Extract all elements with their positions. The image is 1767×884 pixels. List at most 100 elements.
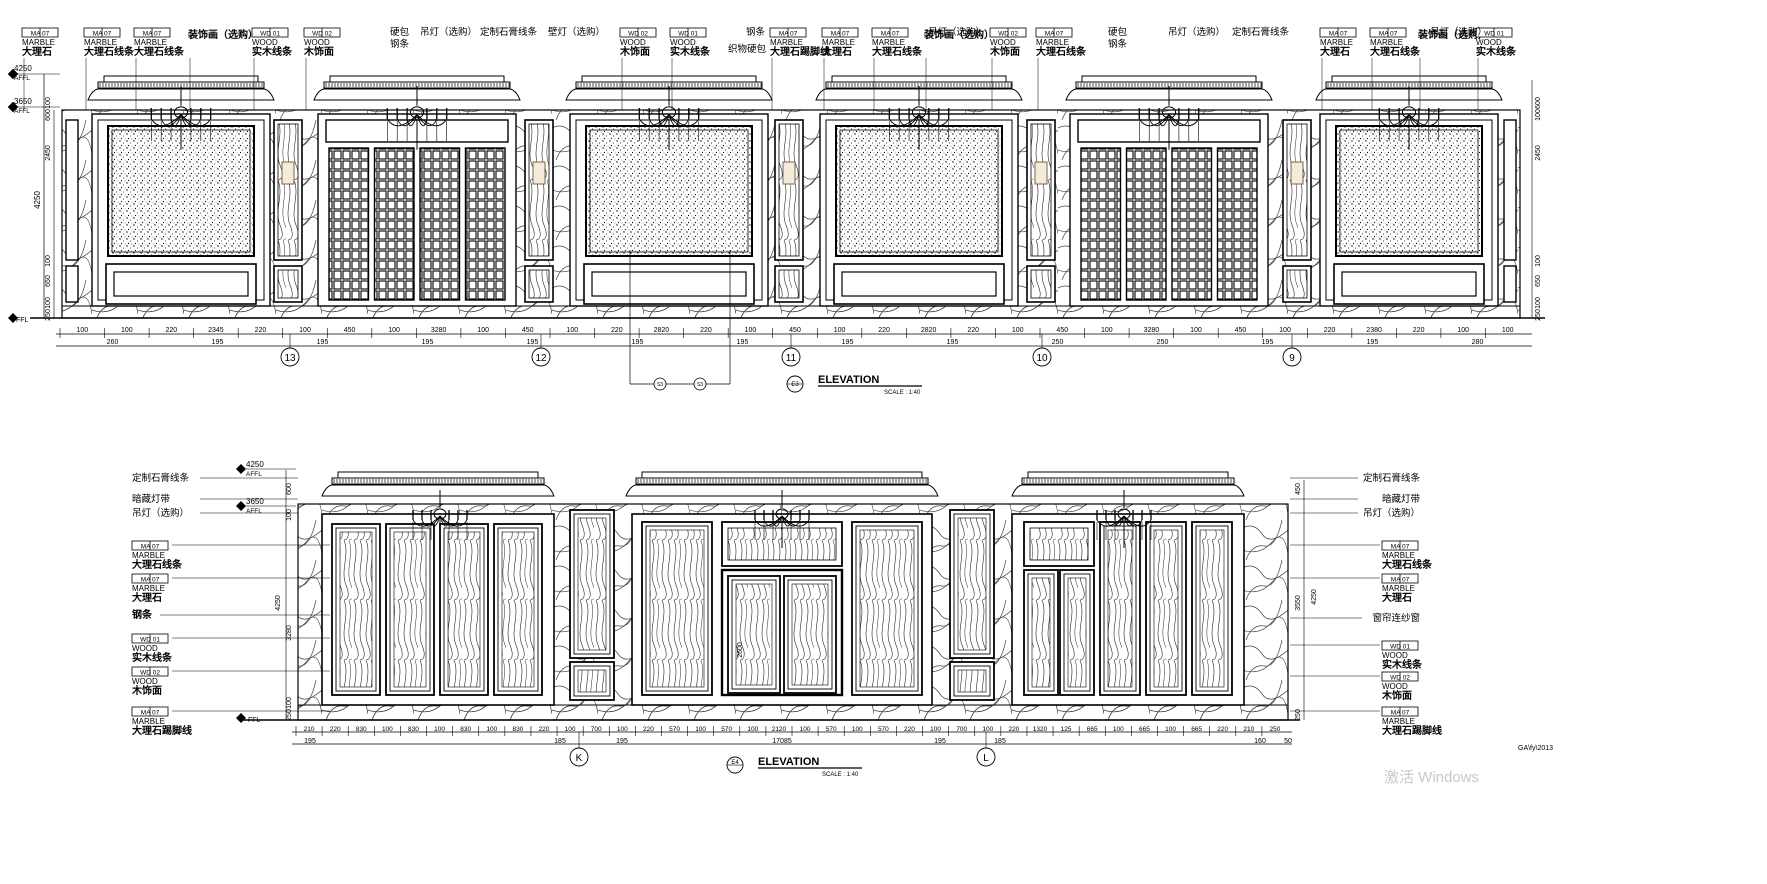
chandelier-arm (781, 515, 801, 527)
material-tag-chinese: 实木线条 (1476, 45, 1517, 58)
chandelier-body (409, 106, 425, 119)
chandelier-arm (908, 114, 920, 127)
cornice-arch (1011, 484, 1245, 497)
axis-bubble: 13 (280, 334, 300, 367)
cornice-cap (103, 75, 259, 83)
material-tag-chinese: 木饰面 (989, 45, 1020, 58)
material-tag-code: MA 07 (141, 577, 160, 584)
bottom-dim-value-row1: 100 (982, 726, 993, 733)
top-dim-value-row1: 100 (477, 327, 489, 334)
top-callout-note: 壁灯（选购） (548, 26, 605, 38)
material-tag-chinese: 装饰画（选购） (923, 28, 994, 41)
top-dim-value-row2: 250 (1052, 339, 1064, 346)
material-tag-code: WD 01 (260, 31, 280, 38)
bottom-dim-value-row1: 665 (1191, 726, 1202, 733)
bottom-right-note: 吊灯（选购） (1363, 507, 1420, 519)
material-tag-chinese: 大理石线条 (1036, 45, 1087, 58)
chandelier-icon (888, 86, 950, 150)
top-dim-value-row2: 195 (1367, 339, 1379, 346)
material-tag-chinese: 实木线条 (1382, 658, 1423, 671)
material-tag-english: WOOD (132, 644, 158, 653)
chandelier-arm (1158, 114, 1170, 127)
pilaster-wood-panel-inner (573, 513, 611, 655)
top-dim-value-row1: 220 (1324, 327, 1336, 334)
material-tag-english: WOOD (1382, 651, 1408, 660)
wall-sconce-icon (782, 161, 796, 185)
material-tag-chinese: 大理石线条 (1370, 45, 1421, 58)
wood-panel-inner (335, 527, 377, 692)
material-tag-chinese: 木饰面 (619, 45, 650, 58)
door-leaf-grille (1080, 147, 1122, 301)
chandelier-icon (754, 490, 810, 548)
material-tag-chinese: 装饰画（选购） (187, 28, 258, 41)
bottom-dim-value-row2: 50 (1284, 738, 1292, 745)
bottom-dim-value-row2: 195 (934, 738, 946, 745)
chandelier-arm (1408, 114, 1420, 127)
axis-circle (569, 747, 589, 767)
level-marker-ffl: FFL (236, 713, 261, 724)
bottom-dim-value-row1: 100 (747, 726, 758, 733)
bottom-left-note: 钢条 (132, 608, 153, 621)
material-tag-code: WD 02 (312, 31, 332, 38)
pilaster-wood-lower-grain (577, 669, 607, 693)
level-value: FFL (16, 317, 29, 324)
bottom-dim-value-row1: 830 (460, 726, 471, 733)
chandelier-body (1117, 508, 1131, 520)
material-tag-english: WOOD (252, 38, 278, 47)
top-dim-value-row1: 3280 (1144, 327, 1160, 334)
axis-label: 11 (786, 353, 797, 364)
top-dim-value-row1: 220 (967, 327, 979, 334)
height-dim-segment: 600 (286, 483, 293, 495)
pilaster-wood (1030, 123, 1052, 257)
top-callout-note: 钢条 (746, 26, 766, 38)
chandelier-arm (439, 515, 459, 527)
cornice-cap (831, 75, 1007, 83)
window-transom-grain (1029, 527, 1089, 561)
chandelier-arm (1138, 114, 1170, 127)
chandelier-arm (668, 114, 700, 127)
material-tag-code: MA 07 (141, 710, 160, 717)
wood-panel-grain (649, 529, 705, 688)
bottom-left-note: 暗藏灯带 (132, 493, 171, 505)
material-tag-chinese: 大理石线条 (84, 45, 135, 58)
wood-panel-grain (501, 531, 535, 688)
top-art-bay (91, 113, 271, 307)
top-callout-note: 吊灯（选购） (420, 26, 477, 38)
bottom-dim-value-row2: 17085 (772, 738, 792, 745)
door-leaf-grille (1125, 147, 1167, 301)
bottom-dim-value-row1: 830 (408, 726, 419, 733)
material-tag-chinese: 实木线条 (252, 45, 293, 58)
material-tag-english: MARBLE (1036, 38, 1069, 47)
material-tag-english: WOOD (132, 677, 158, 686)
right-height-dim-segment: 450 (1295, 483, 1302, 495)
door-leaf-grille (1171, 147, 1213, 301)
pilaster-wood-lower-inner (573, 665, 611, 697)
cornice-band (1021, 477, 1235, 485)
bottom-dim-value-row1: 125 (1061, 726, 1072, 733)
height-dim-segment: 250 (286, 709, 293, 721)
title-sheet-id: E3 (791, 382, 799, 388)
chandelier-body (433, 508, 447, 520)
material-tag-chinese: 装饰画（选购） (1417, 28, 1488, 41)
cornice-cap (1027, 471, 1229, 479)
chandelier-body (1161, 106, 1177, 119)
material-tag-code: MA 07 (31, 31, 50, 38)
title-sheet-id: E4 (731, 760, 739, 766)
material-tag-english: MARBLE (1320, 38, 1353, 47)
bottom-dim-value-row2: 195 (304, 738, 316, 745)
material-tag-code: WD 01 (678, 31, 698, 38)
level-value: 3650 (246, 497, 264, 506)
right-height-dim-segment: 600 (1535, 97, 1542, 109)
top-dim-value-row1: 100 (1101, 327, 1113, 334)
cornice-arch (321, 484, 555, 497)
material-tag-code: WD 02 (1390, 675, 1410, 682)
right-height-dim-segment: 250 (1535, 309, 1542, 321)
top-dim-value-row1: 2820 (654, 327, 670, 334)
axis-bubble: 12 (531, 334, 551, 367)
chandelier-arm (170, 114, 182, 127)
